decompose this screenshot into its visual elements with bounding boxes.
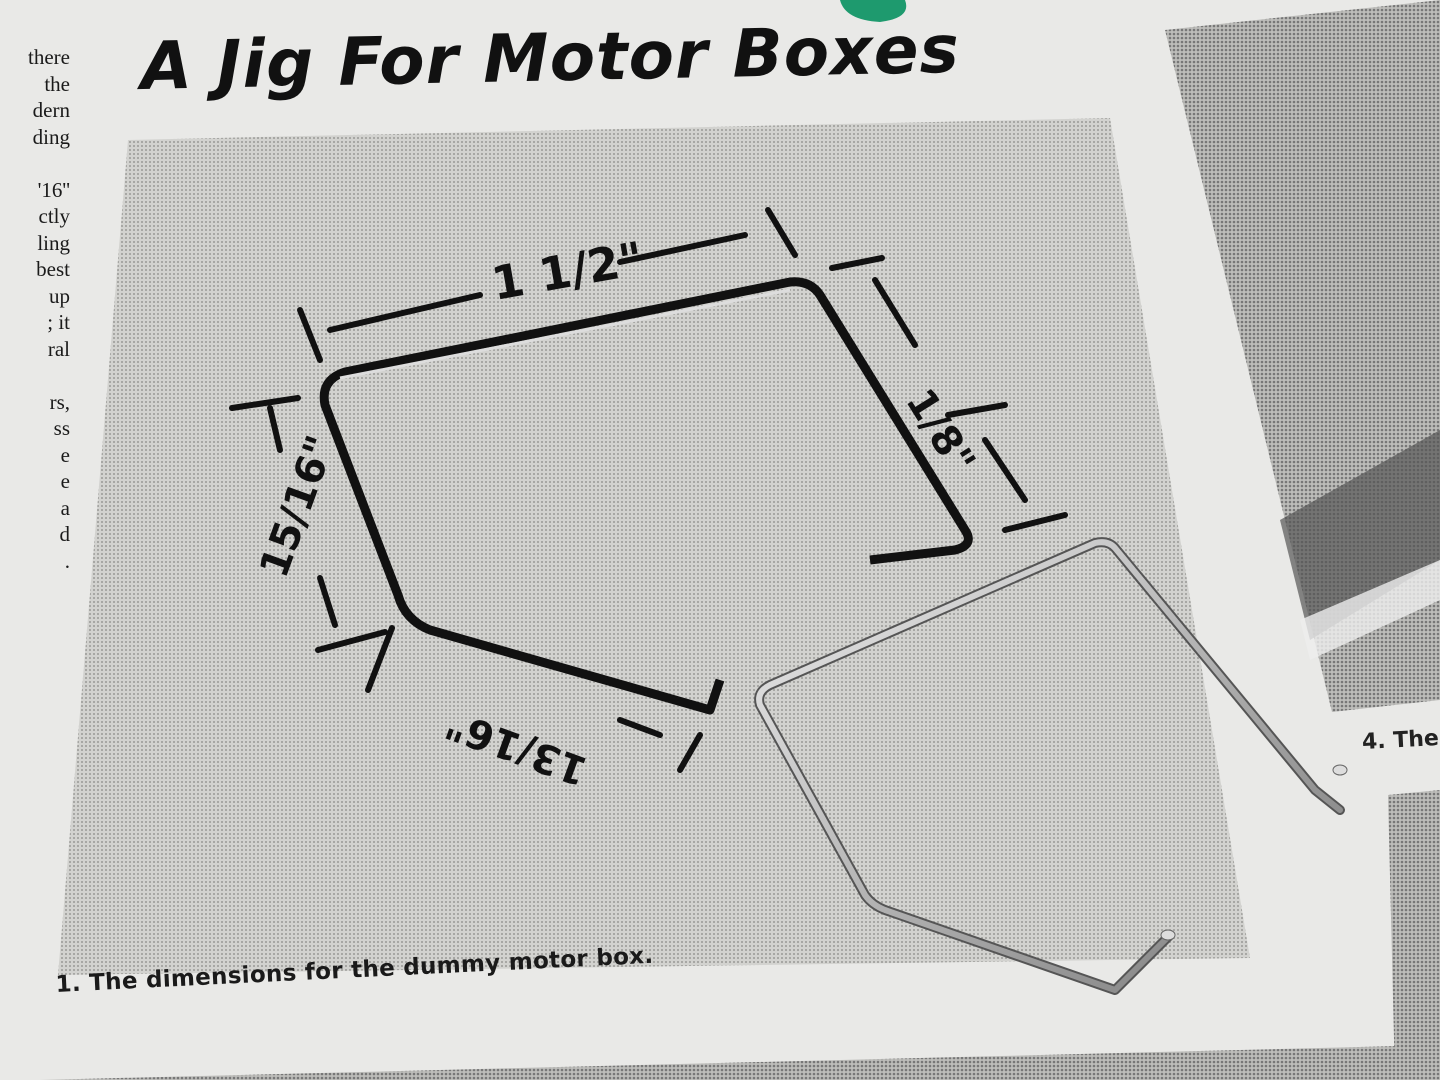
text-line: up <box>49 283 70 308</box>
text-line: ling <box>37 230 70 255</box>
text-line: a <box>60 495 70 520</box>
text-line <box>0 362 70 389</box>
text-line: ss <box>53 416 70 440</box>
text-line: '16'' <box>37 177 70 202</box>
text-line <box>0 150 70 177</box>
text-line: ; it <box>47 310 70 334</box>
green-tape <box>840 0 907 22</box>
dimension-marks <box>229 207 1068 773</box>
wire-jig <box>754 537 1348 995</box>
text-line: the <box>44 71 70 96</box>
text-line: dern <box>32 98 70 122</box>
text-line: rs, <box>49 389 70 414</box>
figure-4-caption: 4. The <box>1361 726 1440 755</box>
text-line: ctly <box>38 204 71 228</box>
figure-1-halftone <box>58 118 1250 975</box>
left-column-text: there the dern ding '16'' ctly ling best… <box>0 44 70 574</box>
text-line: . <box>64 548 70 573</box>
text-line: d <box>59 522 71 546</box>
text-line: e <box>60 469 70 493</box>
text-line: ral <box>47 336 70 361</box>
figure-5-photo <box>1388 790 1440 1080</box>
text-line: best <box>36 257 70 281</box>
text-line: e <box>60 442 70 467</box>
text-line: ding <box>32 124 70 149</box>
drawn-frame <box>319 277 973 715</box>
text-line: there <box>28 45 70 69</box>
